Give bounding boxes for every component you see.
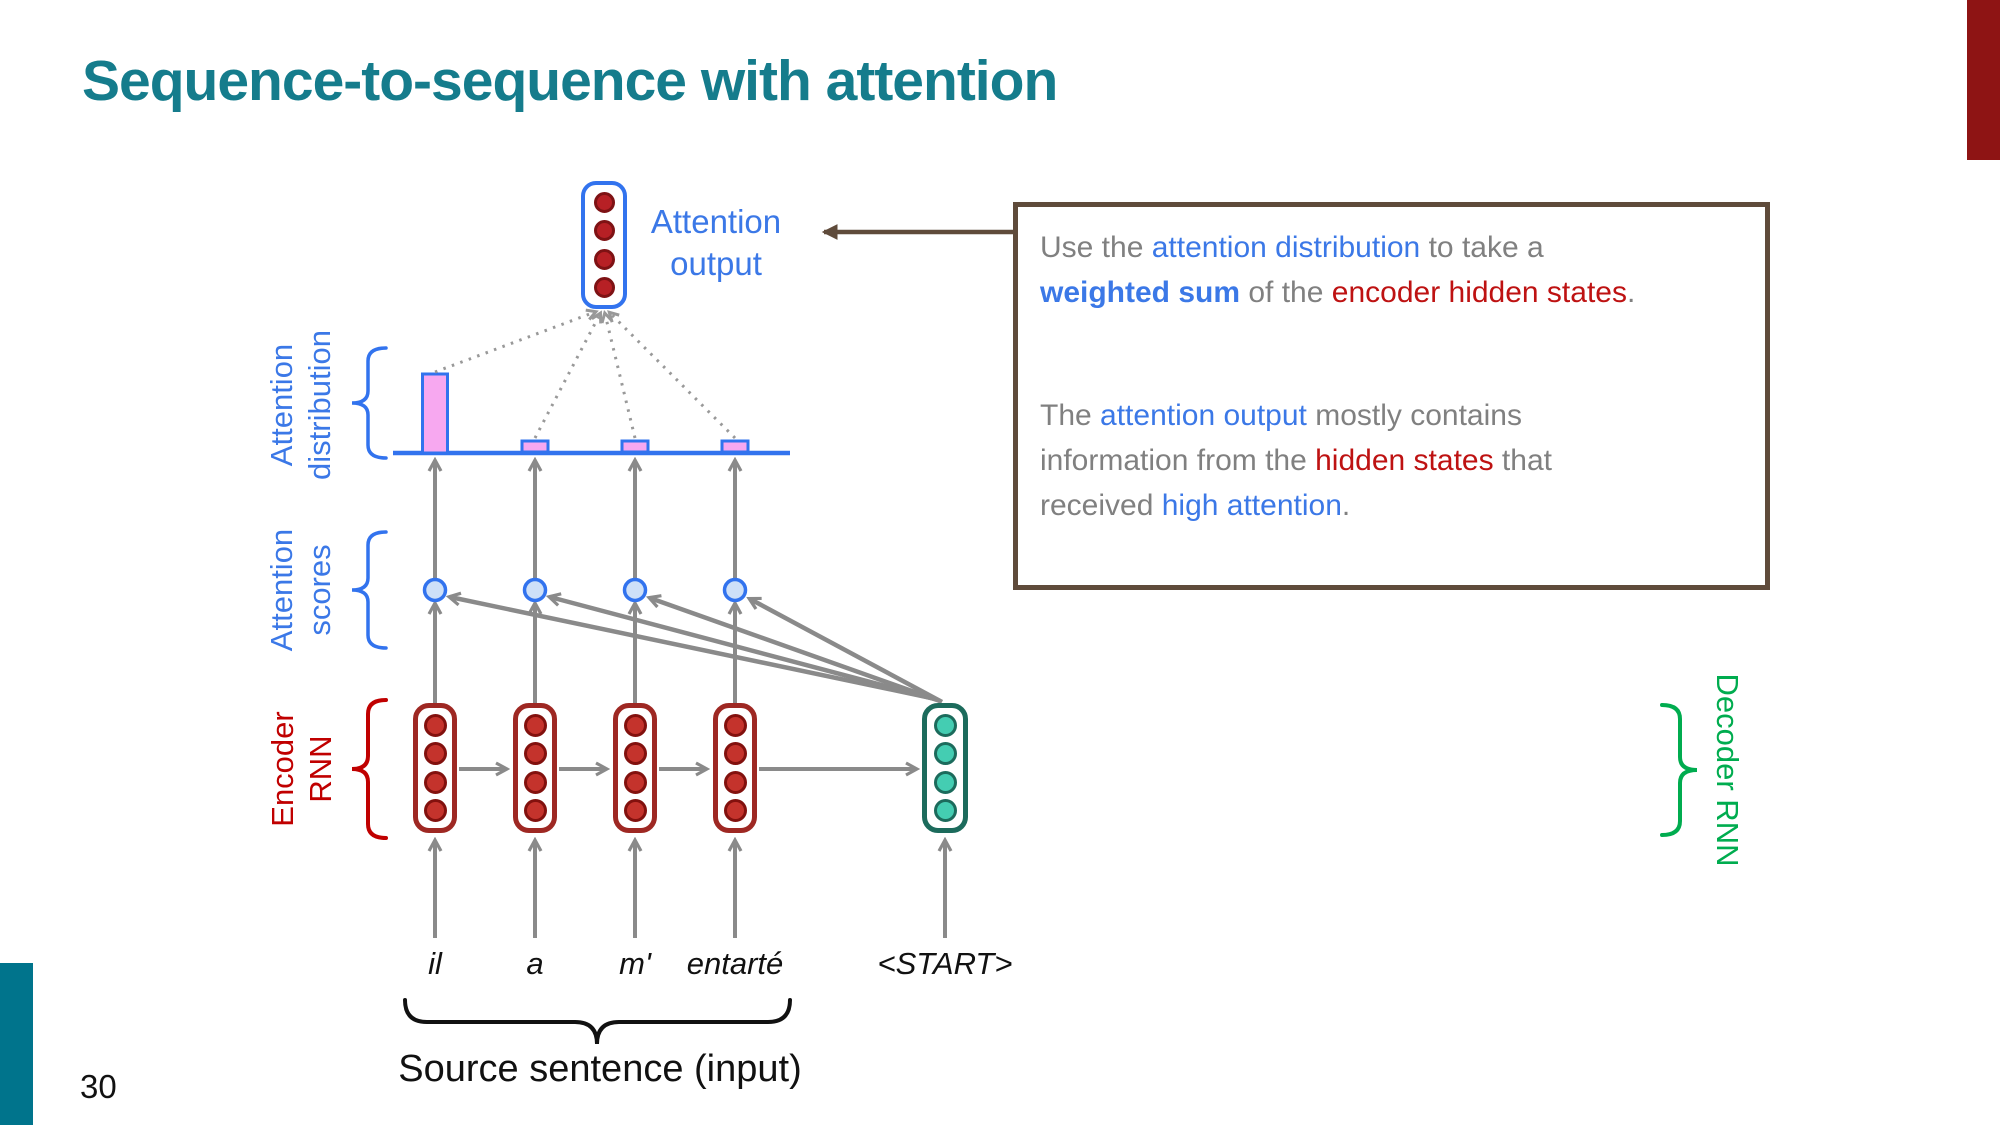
- callout-text-segment: received: [1040, 489, 1162, 522]
- attention-distribution-label: Attention distribution: [264, 330, 337, 480]
- state-dot: [423, 799, 447, 823]
- callout-text-segment: Use the: [1040, 231, 1152, 264]
- state-dot: [593, 192, 615, 214]
- state-dot: [523, 742, 547, 766]
- attention-distribution-bars: [421, 372, 750, 455]
- callout-text-segment: weighted sum: [1040, 276, 1241, 309]
- callout-text-segment: of the: [1240, 276, 1332, 309]
- attention-output-label: Attention output: [650, 203, 782, 282]
- state-dot: [623, 799, 647, 823]
- encoder-hidden-state-2: [513, 703, 557, 833]
- source-word: il: [428, 946, 442, 981]
- input-arrows: [435, 841, 945, 938]
- state-dot: [623, 713, 647, 737]
- state-dot: [933, 799, 957, 823]
- callout-text-segment: high attention: [1161, 489, 1342, 522]
- callout-text-segment: mostly contains: [1306, 399, 1522, 432]
- small-attention-bar: [520, 439, 550, 454]
- state-dot: [723, 742, 747, 766]
- callout-paragraph-2: The attention output mostly contains info…: [1040, 393, 1743, 528]
- state-dot: [933, 713, 957, 737]
- page-number: 30: [80, 1068, 117, 1105]
- state-dot: [623, 770, 647, 794]
- state-dot: [933, 770, 957, 794]
- state-dot: [933, 742, 957, 766]
- encoder-hidden-state-4: [713, 703, 757, 833]
- state-dot: [523, 713, 547, 737]
- state-dot: [423, 770, 447, 794]
- attention-dotted-lines: [434, 308, 737, 440]
- small-attention-bar: [720, 439, 750, 454]
- callout-text-segment: to take a: [1420, 231, 1544, 264]
- slide-title: Sequence-to-sequence with attention: [82, 49, 1058, 113]
- score-arrows: [435, 604, 735, 703]
- state-dot: [723, 799, 747, 823]
- source-sentence-caption: Source sentence (input): [398, 1048, 802, 1090]
- small-attention-bar: [620, 439, 650, 454]
- state-dot: [523, 770, 547, 794]
- state-dot: [423, 742, 447, 766]
- attention-output-vector: [581, 181, 627, 309]
- top-right-accent-bar: [1967, 0, 2000, 160]
- encoder-hidden-state-1: [413, 703, 457, 833]
- source-word: m': [619, 946, 651, 981]
- callout-text-segment: hidden states: [1315, 444, 1494, 477]
- callout-text-segment: The: [1040, 399, 1101, 432]
- start-token: <START>: [877, 946, 1013, 981]
- state-dot: [593, 220, 615, 242]
- callout-text-segment: information from the: [1040, 444, 1316, 477]
- source-word: entarté: [686, 946, 784, 981]
- state-dot: [523, 799, 547, 823]
- decoder-fan-arrows: [450, 597, 944, 704]
- source-sentence-bracket: [403, 998, 792, 1045]
- source-word: a: [526, 946, 544, 981]
- decoder-rnn-label: Decoder RNN: [1710, 673, 1745, 867]
- encoder-rnn-brace: [351, 698, 388, 840]
- callout-paragraph-1: Use the attention distribution to take a…: [1040, 225, 1743, 315]
- attention-scores-label: Attention scores: [264, 528, 337, 652]
- decoder-rnn-brace: [1660, 703, 1698, 837]
- callout-text-segment: that: [1493, 444, 1552, 477]
- explanation-callout: Use the attention distribution to take a…: [1013, 202, 1770, 590]
- callout-text-segment: attention output: [1100, 399, 1307, 432]
- bottom-left-accent-bar: [0, 963, 33, 1125]
- state-dot: [423, 713, 447, 737]
- callout-text-segment: encoder hidden states: [1331, 276, 1627, 309]
- attention-distribution-brace: [351, 346, 388, 460]
- callout-text-segment: .: [1626, 276, 1636, 309]
- callout-text-segment: attention distribution: [1151, 231, 1421, 264]
- distribution-arrows: [435, 461, 735, 578]
- callout-text-segment: .: [1341, 489, 1351, 522]
- decoder-hidden-state: [922, 703, 968, 833]
- encoder-hidden-state-3: [613, 703, 657, 833]
- state-dot: [593, 276, 615, 298]
- encoder-rnn-label: Encoder RNN: [265, 711, 338, 827]
- state-dot: [723, 770, 747, 794]
- state-dot: [593, 248, 615, 270]
- attention-scores-brace: [351, 530, 388, 650]
- attention-score-circles: [422, 577, 748, 603]
- state-dot: [723, 713, 747, 737]
- tall-attention-bar: [421, 372, 449, 455]
- state-dot: [623, 742, 647, 766]
